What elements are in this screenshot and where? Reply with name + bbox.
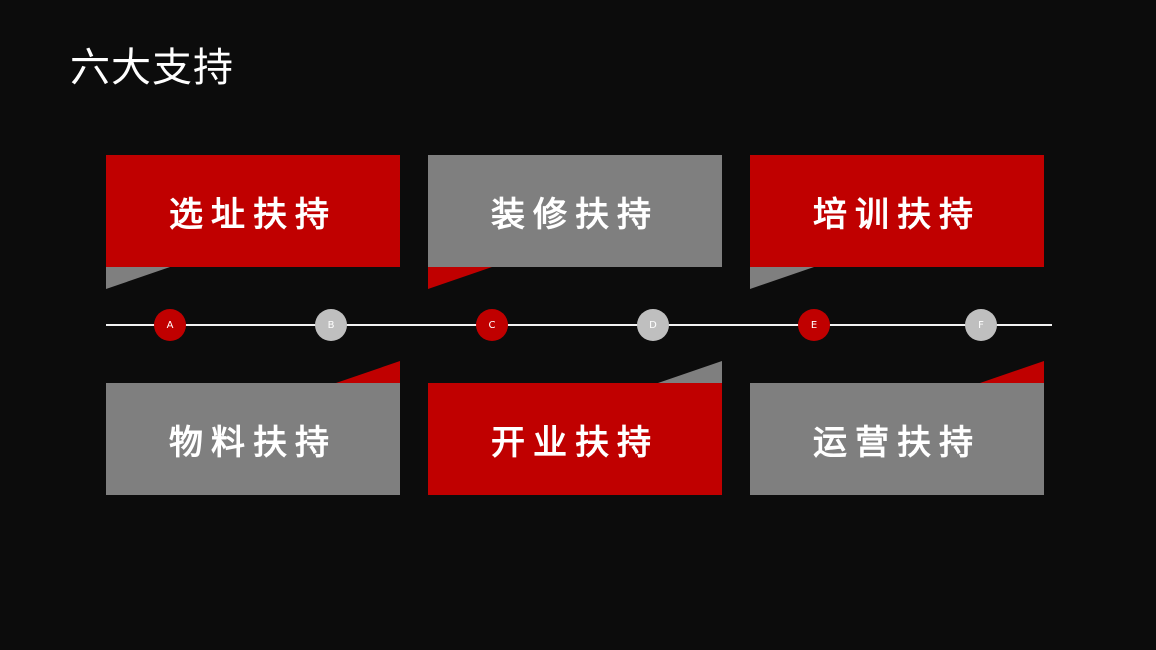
timeline-node-c: C bbox=[476, 309, 508, 341]
card-fold-decoration bbox=[336, 361, 400, 383]
card-fold-decoration bbox=[750, 267, 814, 289]
card-fold-decoration bbox=[428, 267, 492, 289]
card-fold-decoration bbox=[658, 361, 722, 383]
node-label: E bbox=[810, 319, 818, 331]
timeline-node-d: D bbox=[637, 309, 669, 341]
card-fold-decoration bbox=[980, 361, 1044, 383]
card-label: 培训扶持 bbox=[813, 194, 981, 235]
node-label: D bbox=[649, 319, 657, 331]
support-card-operations: 运营扶持 bbox=[750, 383, 1044, 495]
timeline-node-e: E bbox=[798, 309, 830, 341]
timeline-node-a: A bbox=[154, 309, 186, 341]
node-label: A bbox=[166, 319, 174, 331]
card-fold-decoration bbox=[106, 267, 170, 289]
support-card-decoration: 装修扶持 bbox=[428, 155, 722, 267]
card-label: 物料扶持 bbox=[169, 422, 337, 463]
node-label: C bbox=[488, 319, 496, 331]
timeline-node-f: F bbox=[965, 309, 997, 341]
timeline-node-b: B bbox=[315, 309, 347, 341]
support-card-materials: 物料扶持 bbox=[106, 383, 400, 495]
card-label: 选址扶持 bbox=[169, 194, 337, 235]
card-label: 装修扶持 bbox=[491, 194, 659, 235]
support-card-opening: 开业扶持 bbox=[428, 383, 722, 495]
card-label: 运营扶持 bbox=[813, 422, 981, 463]
support-card-site-selection: 选址扶持 bbox=[106, 155, 400, 267]
node-label: F bbox=[978, 319, 984, 331]
page-title: 六大支持 bbox=[70, 45, 234, 91]
node-label: B bbox=[327, 319, 335, 331]
timeline-line bbox=[106, 324, 1052, 326]
support-card-training: 培训扶持 bbox=[750, 155, 1044, 267]
card-label: 开业扶持 bbox=[491, 422, 659, 463]
